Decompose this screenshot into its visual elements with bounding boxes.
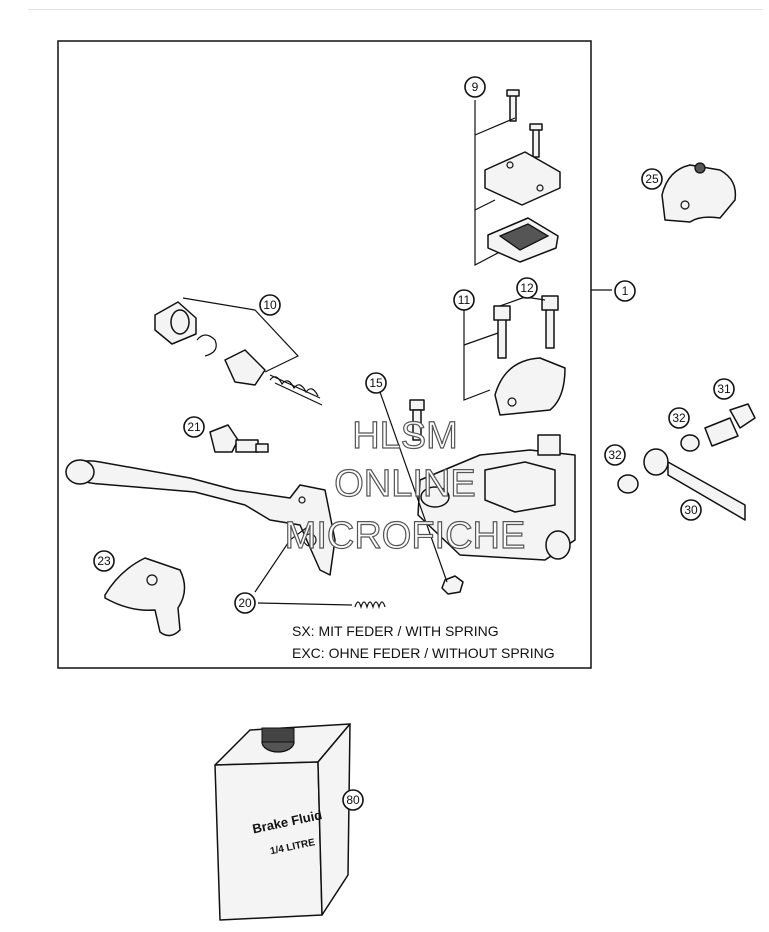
brake-hose (643, 448, 746, 521)
lever-guard (104, 557, 186, 637)
callout-31: 31 (713, 378, 735, 400)
svg-text:21: 21 (187, 420, 201, 434)
watermark-line2: ONLINE (334, 463, 475, 505)
callout-25: 25 (641, 168, 663, 190)
svg-text:15: 15 (369, 376, 383, 390)
piston-kit (154, 301, 323, 406)
callout-9: 9 (464, 76, 486, 98)
assembly-frame (57, 40, 592, 669)
washer-lower (617, 474, 639, 494)
callout-21: 21 (183, 416, 205, 438)
callout-80: 80 (342, 789, 364, 811)
master-cylinder-body (417, 434, 576, 561)
callout-32-lower: 32 (604, 444, 626, 466)
svg-text:20: 20 (238, 596, 252, 610)
leader-20-up (254, 524, 311, 593)
callout-1: 1 (614, 280, 636, 302)
pivot-bolt (409, 399, 464, 595)
svg-text:25: 25 (645, 172, 659, 186)
svg-text:31: 31 (717, 382, 731, 396)
clamp-half (494, 357, 566, 416)
svg-text:32: 32 (672, 411, 686, 425)
leader-11 (463, 310, 491, 401)
svg-text:1: 1 (622, 284, 629, 298)
svg-text:30: 30 (684, 503, 698, 517)
callout-12: 12 (516, 277, 538, 299)
svg-text:80: 80 (346, 793, 360, 807)
svg-text:23: 23 (97, 554, 111, 568)
callout-32-upper: 32 (668, 407, 690, 429)
top-divider (28, 9, 763, 10)
svg-text:10: 10 (263, 298, 277, 312)
brake-fluid-container: Brake Fluid 1/4 LITRE (214, 723, 351, 921)
svg-text:12: 12 (520, 281, 534, 295)
svg-text:9: 9 (472, 80, 479, 94)
svg-text:32: 32 (608, 448, 622, 462)
callout-10: 10 (259, 294, 281, 316)
lever-spring (354, 601, 386, 610)
cover-screws (506, 89, 543, 158)
svg-text:11: 11 (458, 293, 471, 307)
callout-30: 30 (680, 499, 702, 521)
washer-upper (680, 434, 700, 452)
note-sx: SX: MIT FEDER / WITH SPRING (292, 623, 499, 639)
watermark-line1: HLSM (352, 415, 458, 457)
brake-lever (65, 459, 336, 576)
callout-11: 11 (453, 289, 475, 311)
callout-23: 23 (93, 550, 115, 572)
callout-20: 20 (234, 592, 256, 614)
banjo-bolt (704, 403, 756, 447)
callout-15: 15 (365, 372, 387, 394)
diaphragm (487, 217, 559, 263)
watermark-line3: MICROFICHE (285, 515, 526, 557)
adjuster-screw (209, 424, 269, 453)
reservoir-cover (484, 151, 561, 206)
clamp-bolts (493, 295, 559, 359)
leader-15 (379, 391, 448, 583)
note-exc: EXC: OHNE FEDER / WITHOUT SPRING (292, 645, 555, 661)
leader-10 (182, 297, 299, 373)
handlebar-clamp (661, 162, 737, 223)
leader-20 (257, 602, 353, 606)
